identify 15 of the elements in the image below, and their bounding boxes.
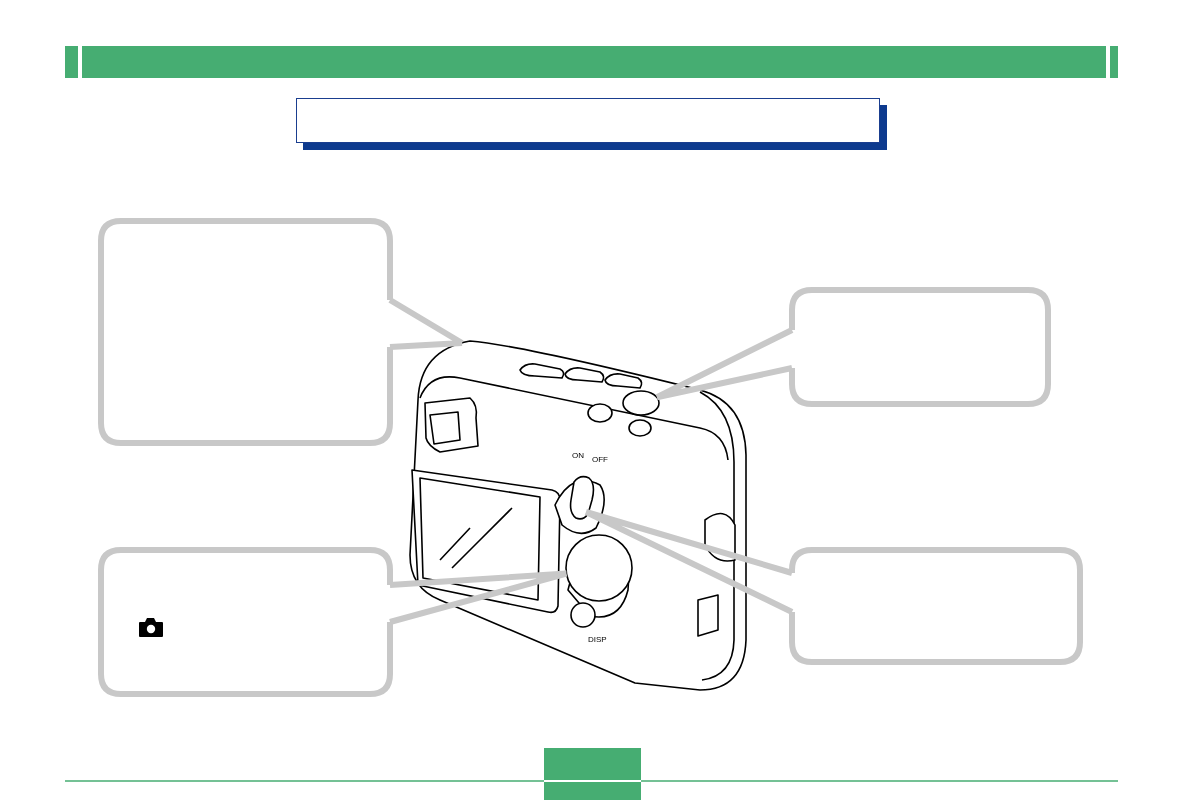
shutter-button bbox=[622, 390, 660, 416]
leader-line bbox=[653, 327, 795, 401]
leader-line bbox=[387, 570, 570, 625]
control-label: OFF bbox=[592, 456, 608, 464]
power-switch bbox=[569, 475, 595, 520]
mode-dial bbox=[565, 534, 633, 602]
callout-bubble bbox=[98, 218, 393, 446]
leader-line bbox=[583, 509, 795, 615]
callout-bubble bbox=[789, 287, 1051, 407]
callout-bubble bbox=[789, 547, 1083, 665]
callout-bubble bbox=[98, 547, 393, 697]
page-number-box bbox=[544, 748, 641, 800]
control-label: DISP bbox=[588, 636, 607, 644]
leader-line bbox=[387, 297, 465, 350]
control-label: ON bbox=[572, 452, 584, 460]
